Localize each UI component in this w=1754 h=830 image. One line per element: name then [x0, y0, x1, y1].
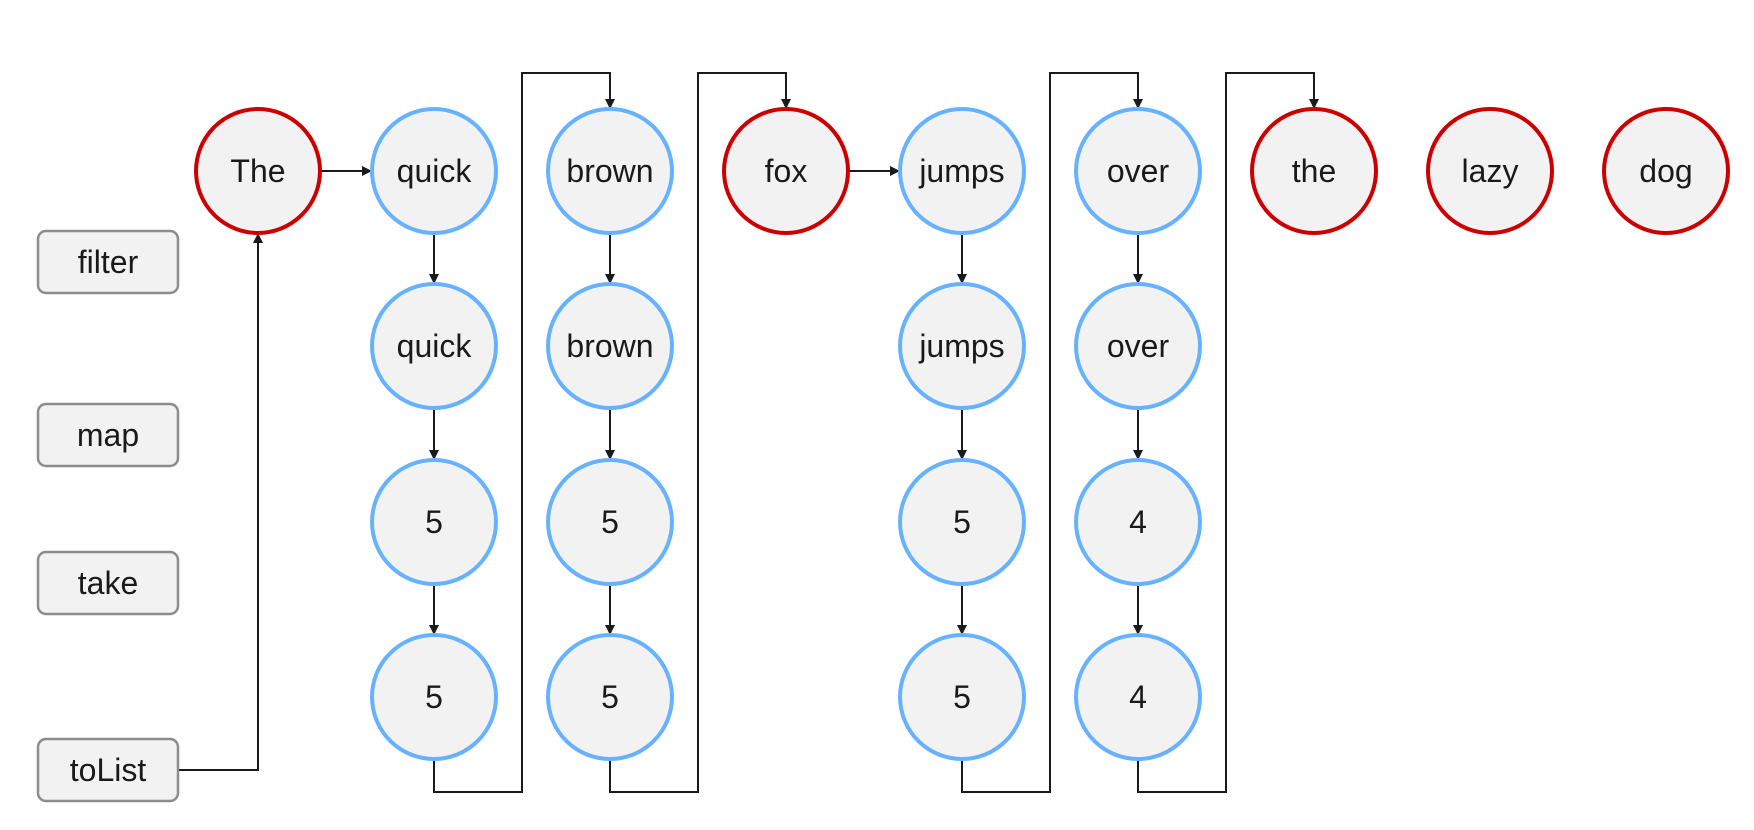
element-5-stage-1-circle [1074, 282, 1202, 410]
edge-next-1-to-2 [433, 72, 615, 793]
element-1-stage-2: 5 [370, 458, 498, 586]
element-2-stage-1: brown [546, 282, 674, 410]
element-2-stage-3-label: 5 [601, 679, 619, 715]
element-2-label: brown [566, 153, 653, 189]
element-5-stage-3-circle [1074, 633, 1202, 761]
element-2-stage-2: 5 [546, 458, 674, 586]
element-3-circle [722, 107, 850, 235]
element-2-stage-3-circle [546, 633, 674, 761]
element-6-circle [1250, 107, 1378, 235]
element-1-stage-1: quick [370, 282, 498, 410]
element-4-stage-2-label: 5 [953, 504, 971, 540]
element-5-stage-1-label: over [1107, 328, 1170, 364]
operations-layer: filter map take toList [36, 229, 180, 803]
op-take-box [36, 550, 180, 616]
element-2-stage-1-label: brown [566, 328, 653, 364]
edge-tolist-to-first [178, 233, 263, 771]
element-8-circle [1602, 107, 1730, 235]
op-tolist-box [36, 737, 180, 803]
element-2-stage-2-circle [546, 458, 674, 586]
element-4-stage-3: 5 [898, 633, 1026, 761]
op-take: take [36, 550, 180, 616]
op-tolist: toList [36, 737, 180, 803]
element-5-circle [1074, 107, 1202, 235]
op-tolist-label: toList [70, 752, 147, 788]
element-1-circle [370, 107, 498, 235]
element-1-stage-1-circle [370, 282, 498, 410]
element-6: the [1250, 107, 1378, 235]
element-1-label: quick [397, 153, 473, 189]
op-filter-box [36, 229, 180, 295]
element-7-circle [1426, 107, 1554, 235]
element-1-stage-2-circle [370, 458, 498, 586]
edge-next-5-to-6 [1137, 72, 1319, 793]
element-0: The [194, 107, 322, 235]
element-4-stage-3-circle [898, 633, 1026, 761]
op-filter: filter [36, 229, 180, 295]
element-4-stage-2: 5 [898, 458, 1026, 586]
element-2: brown [546, 107, 674, 235]
element-4-stage-2-circle [898, 458, 1026, 586]
element-0-circle [194, 107, 322, 235]
element-5-label: over [1107, 153, 1170, 189]
element-1-stage-3-circle [370, 633, 498, 761]
element-1: quick [370, 107, 498, 235]
element-2-stage-1-circle [546, 282, 674, 410]
op-filter-label: filter [78, 244, 139, 280]
element-6-label: the [1292, 153, 1336, 189]
element-5-stage-3: 4 [1074, 633, 1202, 761]
element-5-stage-3-label: 4 [1129, 679, 1147, 715]
edge-next-4-to-5 [961, 72, 1143, 793]
element-5-stage-2: 4 [1074, 458, 1202, 586]
element-5-stage-1: over [1074, 282, 1202, 410]
element-3-label: fox [765, 153, 808, 189]
element-4-stage-1-label: jumps [918, 328, 1004, 364]
nodes-layer: The quick quick 5 5 brown brown 5 5 fox jumps jumps… [194, 107, 1730, 761]
op-map-box [36, 402, 180, 468]
element-0-label: The [230, 153, 285, 189]
element-7: lazy [1426, 107, 1554, 235]
element-2-stage-2-label: 5 [601, 504, 619, 540]
edges-layer [178, 72, 1319, 793]
element-1-stage-2-label: 5 [425, 504, 443, 540]
op-map-label: map [77, 417, 139, 453]
element-1-stage-3: 5 [370, 633, 498, 761]
op-take-label: take [78, 565, 138, 601]
element-4-label: jumps [918, 153, 1004, 189]
element-3: fox [722, 107, 850, 235]
element-5-stage-2-circle [1074, 458, 1202, 586]
element-2-stage-3: 5 [546, 633, 674, 761]
element-1-stage-3-label: 5 [425, 679, 443, 715]
element-1-stage-1-label: quick [397, 328, 473, 364]
element-7-label: lazy [1462, 153, 1519, 189]
element-8-label: dog [1639, 153, 1692, 189]
edge-next-2-to-3 [609, 72, 791, 793]
element-4-circle [898, 107, 1026, 235]
element-5: over [1074, 107, 1202, 235]
element-8: dog [1602, 107, 1730, 235]
element-5-stage-2-label: 4 [1129, 504, 1147, 540]
op-map: map [36, 402, 180, 468]
element-2-circle [546, 107, 674, 235]
element-4-stage-1-circle [898, 282, 1026, 410]
element-4-stage-1: jumps [898, 282, 1026, 410]
element-4: jumps [898, 107, 1026, 235]
element-4-stage-3-label: 5 [953, 679, 971, 715]
